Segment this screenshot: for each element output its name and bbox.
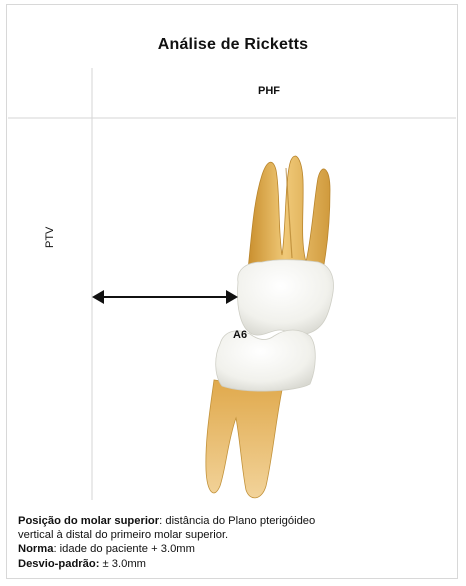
desvio-value: ± 3.0mm bbox=[99, 558, 146, 570]
caption-definition: : distância do Plano pterigóideo bbox=[159, 515, 315, 527]
norma-label: Norma bbox=[18, 543, 53, 555]
caption-line-1: Posição do molar superior: distância do … bbox=[18, 514, 448, 528]
lower-molar bbox=[206, 330, 315, 498]
ptv-label: PTV bbox=[44, 227, 56, 248]
molar-distance-arrow bbox=[92, 290, 238, 304]
upper-molar bbox=[238, 156, 334, 335]
caption: Posição do molar superior: distância do … bbox=[18, 514, 448, 571]
desvio-label: Desvio-padrão: bbox=[18, 558, 99, 570]
caption-term: Posição do molar superior bbox=[18, 515, 159, 527]
phf-label: PHF bbox=[258, 85, 280, 97]
caption-line-2: vertical à distal do primeiro molar supe… bbox=[18, 528, 448, 542]
caption-norma: Norma: idade do paciente + 3.0mm bbox=[18, 542, 448, 556]
caption-desvio: Desvio-padrão: ± 3.0mm bbox=[18, 557, 448, 571]
a6-label: A6 bbox=[233, 329, 247, 341]
norma-value: : idade do paciente + 3.0mm bbox=[53, 543, 195, 555]
